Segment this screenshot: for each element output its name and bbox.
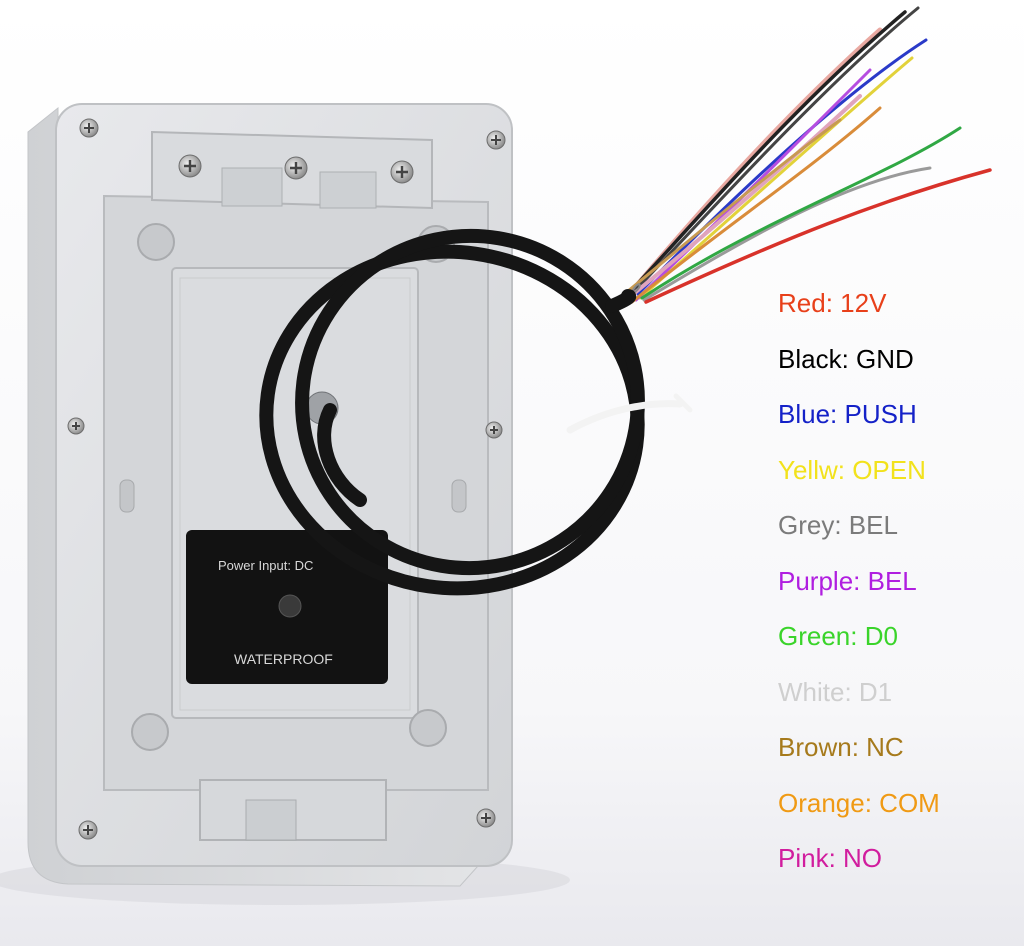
power-input-text: Power Input: DC: [218, 558, 313, 573]
wire-label: Black: GND: [778, 343, 914, 374]
indicator-led: [278, 594, 302, 618]
wire-label: Pink: NO: [778, 843, 883, 873]
coiled-cable: [259, 228, 645, 596]
wire-label: Blue: PUSH: [778, 399, 917, 429]
screws: [67, 118, 506, 840]
wire-label: White: D1: [778, 676, 893, 707]
wire-label: Red: 12V: [778, 288, 887, 318]
waterproof-text: WATERPROOF: [234, 651, 333, 667]
cable-tie: [566, 393, 693, 434]
wire-label: Green: D0: [778, 621, 898, 651]
wire-color-legend: Red: 12V Black: GND Blue: PUSH Yellw: OPEN G…: [778, 281, 940, 892]
wire-label: Grey: BEL: [778, 510, 898, 540]
wire-label: Brown: NC: [778, 732, 904, 762]
wire-label: Yellw: OPEN: [778, 454, 926, 485]
wire-bundle: [619, 6, 992, 304]
wire-label: Purple: BEL: [778, 565, 917, 596]
wire-label: Orange: COM: [778, 787, 940, 818]
